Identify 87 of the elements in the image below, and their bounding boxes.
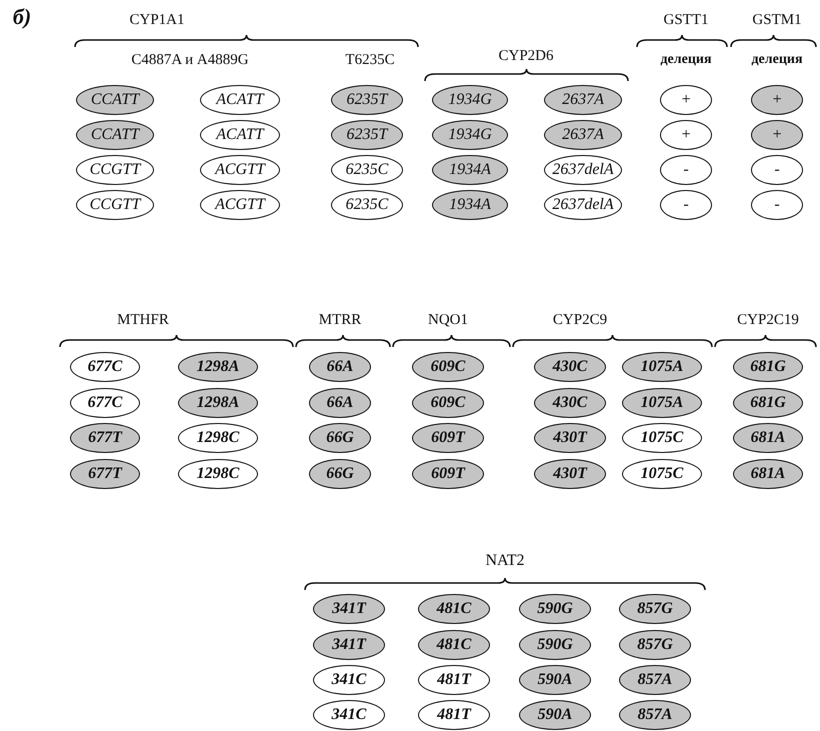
allele-ellipse: 1075C: [622, 459, 702, 489]
allele-ellipse: 857A: [619, 700, 691, 730]
allele-ellipse: 430T: [534, 459, 606, 489]
mutation-label: делеция: [751, 52, 803, 68]
allele-ellipse: 681A: [733, 423, 803, 453]
allele-ellipse: -: [751, 155, 803, 185]
allele-ellipse: 481T: [418, 700, 490, 730]
allele-ellipse: 66A: [309, 352, 371, 382]
allele-ellipse: +: [751, 120, 803, 150]
allele-ellipse: 590G: [519, 594, 591, 624]
allele-ellipse: 609C: [412, 352, 484, 382]
gene-label: CYP2D6: [498, 48, 554, 65]
allele-ellipse: 1934A: [432, 155, 508, 185]
allele-ellipse: 1298A: [178, 388, 258, 418]
allele-ellipse: 341C: [313, 700, 385, 730]
gene-label: CYP1A1: [130, 12, 184, 29]
allele-ellipse: 430T: [534, 423, 606, 453]
allele-ellipse: 609T: [412, 423, 484, 453]
allele-ellipse: 66G: [309, 459, 371, 489]
allele-ellipse: 1934A: [432, 190, 508, 220]
allele-ellipse: 481T: [418, 665, 490, 695]
allele-ellipse: 590G: [519, 630, 591, 660]
allele-ellipse: 1075A: [622, 352, 702, 382]
allele-ellipse: 677C: [70, 388, 140, 418]
allele-ellipse: CCATT: [76, 85, 154, 115]
allele-ellipse: 430C: [534, 352, 606, 382]
gene-label: NQO1: [428, 312, 468, 329]
allele-ellipse: 590A: [519, 665, 591, 695]
gene-label: GSTM1: [752, 12, 802, 29]
allele-ellipse: 609T: [412, 459, 484, 489]
allele-ellipse: +: [660, 120, 712, 150]
gene-label: MTHFR: [117, 312, 169, 329]
allele-ellipse: 6235T: [331, 85, 403, 115]
allele-ellipse: ACATT: [200, 120, 280, 150]
mutation-label: C4887A и A4889G: [131, 52, 249, 69]
allele-ellipse: 430C: [534, 388, 606, 418]
allele-ellipse: -: [751, 190, 803, 220]
allele-ellipse: 341C: [313, 665, 385, 695]
allele-ellipse: 2637A: [544, 120, 622, 150]
gene-label: NAT2: [485, 552, 525, 570]
allele-ellipse: 1934G: [432, 120, 508, 150]
allele-ellipse: 590A: [519, 700, 591, 730]
allele-ellipse: 1075A: [622, 388, 702, 418]
allele-ellipse: 681G: [733, 352, 803, 382]
allele-ellipse: 681A: [733, 459, 803, 489]
gene-label: GSTT1: [664, 12, 708, 29]
allele-ellipse: CCATT: [76, 120, 154, 150]
allele-ellipse: 6235T: [331, 120, 403, 150]
allele-ellipse: 1298A: [178, 352, 258, 382]
allele-ellipse: CCGTT: [76, 155, 154, 185]
gene-label: MTRR: [318, 312, 362, 329]
allele-ellipse: 6235C: [331, 190, 403, 220]
allele-ellipse: 1298C: [178, 459, 258, 489]
allele-ellipse: 341T: [313, 630, 385, 660]
allele-ellipse: 857A: [619, 665, 691, 695]
allele-ellipse: -: [660, 190, 712, 220]
allele-ellipse: ACGTT: [200, 155, 280, 185]
allele-ellipse: 677T: [70, 423, 140, 453]
allele-ellipse: CCGTT: [76, 190, 154, 220]
allele-ellipse: 481C: [418, 594, 490, 624]
allele-ellipse: 609C: [412, 388, 484, 418]
allele-ellipse: 66A: [309, 388, 371, 418]
allele-ellipse: +: [751, 85, 803, 115]
panel-letter: б): [12, 4, 32, 30]
allele-ellipse: 2637delA: [544, 190, 622, 220]
allele-ellipse: -: [660, 155, 712, 185]
allele-ellipse: 1075C: [622, 423, 702, 453]
allele-ellipse: 341T: [313, 594, 385, 624]
allele-ellipse: 857G: [619, 594, 691, 624]
allele-ellipse: 677T: [70, 459, 140, 489]
allele-ellipse: 1298C: [178, 423, 258, 453]
allele-ellipse: 857G: [619, 630, 691, 660]
mutation-label: делеция: [660, 52, 712, 68]
gene-label: CYP2C19: [737, 312, 799, 329]
allele-ellipse: ACGTT: [200, 190, 280, 220]
allele-ellipse: 481C: [418, 630, 490, 660]
gene-label: CYP2C9: [552, 312, 608, 329]
allele-ellipse: 6235C: [331, 155, 403, 185]
allele-ellipse: 681G: [733, 388, 803, 418]
allele-ellipse: +: [660, 85, 712, 115]
allele-ellipse: 2637A: [544, 85, 622, 115]
allele-ellipse: ACATT: [200, 85, 280, 115]
allele-ellipse: 2637delA: [544, 155, 622, 185]
allele-ellipse: 1934G: [432, 85, 508, 115]
mutation-label: T6235C: [345, 52, 395, 69]
allele-ellipse: 66G: [309, 423, 371, 453]
allele-ellipse: 677C: [70, 352, 140, 382]
